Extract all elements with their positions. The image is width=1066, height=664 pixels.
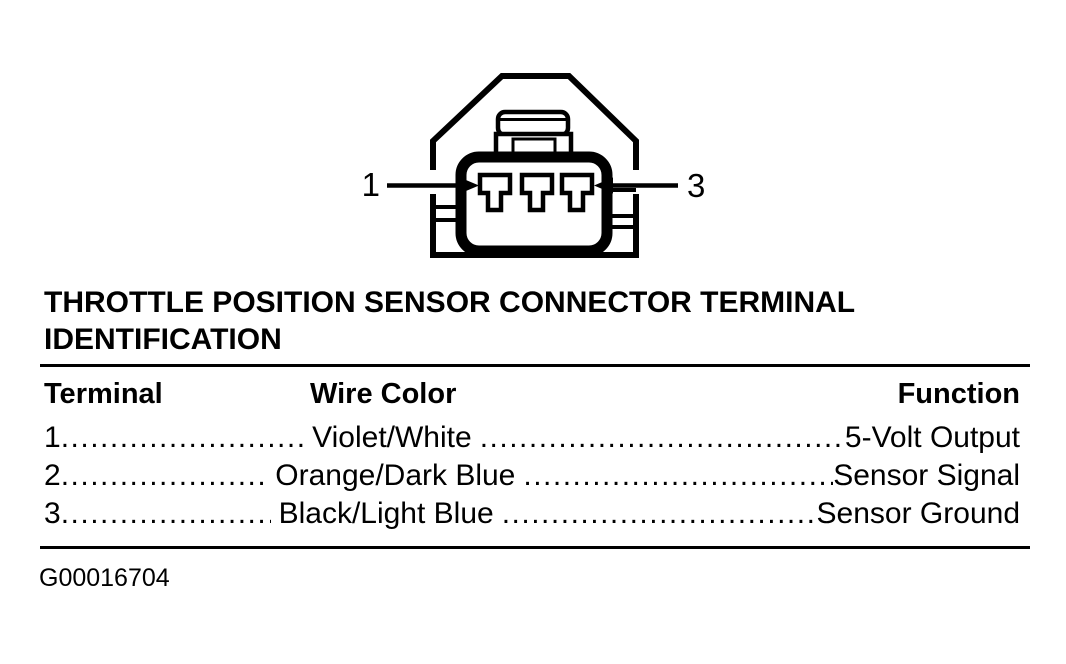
terminal-pin-2 [519, 172, 555, 213]
leader-dots [61, 421, 304, 455]
divider-bottom [40, 546, 1030, 549]
leader-dots [480, 421, 845, 455]
cell-terminal: 1 [44, 421, 61, 454]
column-header-wire-color: Wire Color [310, 378, 457, 410]
cell-wire-color: Black/Light Blue [278, 497, 494, 530]
side-rail-left [434, 205, 458, 222]
cell-wire-color: Orange/Dark Blue [275, 459, 516, 492]
table-row: 2 Orange/Dark Blue Sensor Signal [44, 459, 1020, 497]
cell-function: 5-Volt Output [844, 421, 1020, 454]
cell-function: Sensor Ground [816, 497, 1020, 530]
pin-label-3: 3 [687, 167, 705, 204]
cell-wire-color: Violet/White [312, 421, 472, 454]
leader-dots [61, 459, 268, 493]
table-row: 3 Black/Light Blue Sensor Ground [44, 497, 1020, 535]
column-header-terminal: Terminal [44, 378, 163, 410]
table-row: 1 Violet/White 5-Volt Output [44, 421, 1020, 459]
pin-label-1: 1 [362, 166, 380, 203]
figure-id: G00016704 [39, 564, 170, 592]
terminal-pin-1 [477, 172, 513, 213]
divider-top [40, 364, 1030, 367]
terminal-pin-3 [559, 172, 595, 213]
leader-dots [523, 459, 833, 493]
terminal-table: 1 Violet/White 5-Volt Output 2 Orange/Da… [44, 421, 1020, 535]
connector-diagram: 1 3 [362, 73, 705, 258]
leader-dots [502, 497, 817, 531]
leader-dots [61, 497, 271, 531]
cell-terminal: 3 [44, 497, 61, 530]
column-header-function: Function [897, 378, 1020, 410]
cell-function: Sensor Signal [833, 459, 1020, 492]
section-title: THROTTLE POSITION SENSOR CONNECTOR TERMI… [44, 286, 855, 356]
cell-terminal: 2 [44, 459, 61, 492]
arrow-left-icon [387, 177, 479, 194]
arrow-right-icon [594, 177, 678, 194]
connector-latch [493, 109, 574, 160]
table-header-row: Terminal Wire Color Function [44, 379, 1020, 409]
